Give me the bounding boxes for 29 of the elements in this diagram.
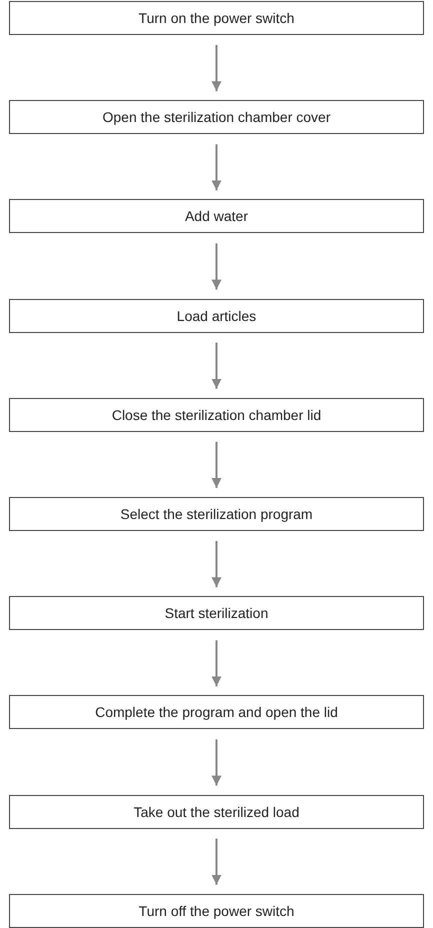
step-label: Complete the program and open the lid bbox=[95, 704, 338, 720]
step-label: Add water bbox=[184, 208, 248, 224]
step-label: Turn off the power switch bbox=[138, 902, 294, 919]
process-box bbox=[9, 695, 424, 730]
arrow bbox=[212, 144, 222, 190]
arrow bbox=[212, 45, 222, 92]
step-label: Take out the sterilized load bbox=[134, 804, 300, 820]
process-box bbox=[9, 100, 424, 134]
process-box bbox=[9, 497, 424, 531]
step-label: Open the sterilization chamber cover bbox=[102, 109, 330, 126]
process-box bbox=[9, 596, 424, 630]
process-box bbox=[9, 794, 424, 829]
arrow bbox=[212, 442, 222, 488]
arrow bbox=[212, 342, 222, 389]
process-box bbox=[9, 398, 424, 432]
arrow bbox=[212, 739, 222, 786]
step-label: Start sterilization bbox=[164, 605, 268, 622]
arrow bbox=[212, 838, 222, 885]
process-box bbox=[9, 894, 424, 928]
arrow bbox=[212, 541, 222, 588]
step-label: Select the sterilization program bbox=[120, 506, 313, 522]
step-label: Close the sterilization chamber lid bbox=[112, 406, 322, 423]
step-label: Turn on the power switch bbox=[138, 10, 294, 26]
arrow bbox=[212, 243, 222, 290]
arrow bbox=[212, 640, 222, 686]
process-box bbox=[9, 199, 424, 234]
step-label: Load articles bbox=[176, 308, 256, 324]
process-box bbox=[9, 1, 424, 35]
process-box bbox=[9, 298, 424, 333]
